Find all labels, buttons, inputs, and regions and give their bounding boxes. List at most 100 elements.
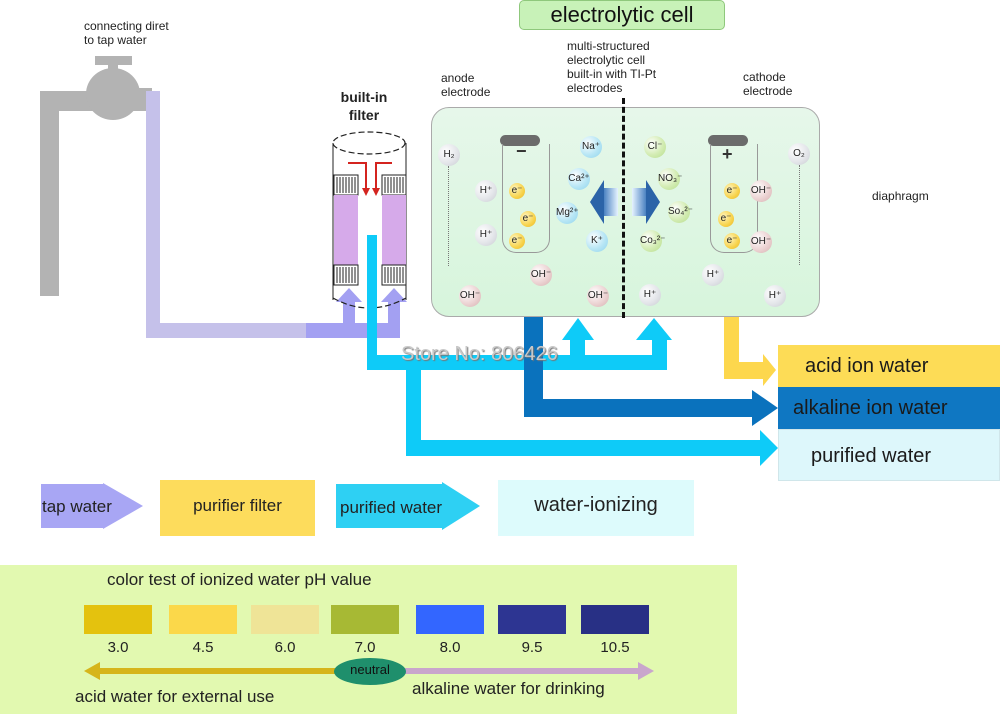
o2-gas-bubble: O₂ [788, 143, 810, 165]
alkaline-water-pipe [524, 315, 778, 426]
cathode-cap [708, 135, 748, 146]
alkaline-scale-arrowhead [638, 662, 654, 680]
ph-swatch [581, 605, 649, 634]
tap-connection-line-1: connecting diret [84, 19, 169, 33]
ph-value-label: 9.5 [521, 639, 543, 656]
acid-scale-arrowhead [84, 662, 100, 680]
cathode-line-2: electrode [743, 84, 793, 98]
cell-description-label: multi-structured electrolytic cell built… [567, 39, 656, 95]
anode-line-1: anode [441, 71, 475, 85]
filter-label-line-2: filter [348, 107, 380, 123]
cathode-electrode-label: cathode electrode [743, 70, 792, 98]
ph-value-label: 10.5 [600, 639, 630, 656]
alkaline-scale-bar [400, 668, 640, 674]
cell-desc-line-1: multi-structured [567, 39, 650, 53]
cathode-plus-sign: + [722, 144, 733, 164]
ph-swatch [331, 605, 399, 634]
neutral-badge: neutral [334, 658, 406, 685]
h-plus-ion: H⁺ [475, 180, 497, 202]
anode-cap [500, 135, 540, 146]
legend-purifier-filter: purifier filter [160, 480, 315, 536]
filter-label-line-1: built-in [340, 89, 388, 105]
acid-water-pipe [724, 315, 776, 386]
cation-flow-arrow [590, 180, 604, 224]
electron: e⁻ [724, 233, 740, 249]
electron: e⁻ [509, 183, 525, 199]
diaphragm-divider [622, 98, 625, 318]
purified-water-pipe [367, 235, 778, 466]
cation-na: Na⁺ [580, 136, 602, 158]
oh-minus-ion: OH⁻ [530, 264, 552, 286]
cation-k: K⁺ [586, 230, 608, 252]
output-acid-ion-water: acid ion water [778, 345, 1000, 387]
anion-so4: So₄²⁻ [668, 201, 693, 223]
ph-swatch [251, 605, 319, 634]
legend-purified-water-arrowhead [442, 482, 480, 530]
alkaline-water-label: alkaline water for drinking [412, 679, 605, 698]
acid-scale-bar [98, 668, 348, 674]
ph-value-label: 3.0 [107, 639, 129, 656]
cation-flow-arrow-body [604, 188, 618, 216]
tap-connection-label: connecting diret to tap water [84, 19, 169, 47]
ph-value-label: 8.0 [439, 639, 461, 656]
anode-electrode-label: anode electrode [441, 71, 490, 99]
ph-value-label: 7.0 [354, 639, 376, 656]
output-alkaline-ion-water: alkaline ion water [778, 387, 1000, 429]
ph-test-title: color test of ionized water pH value [107, 570, 372, 589]
oh-minus-ion: OH⁻ [459, 285, 481, 307]
anode-line-2: electrode [441, 85, 491, 99]
ph-swatch [498, 605, 566, 634]
legend-water-ionizing: water-ionizing [498, 480, 694, 536]
anion-flow-arrow-body [632, 188, 646, 216]
h-plus-ion: H⁺ [764, 285, 786, 307]
ph-color-test-panel: color test of ionized water pH value 3.0… [0, 565, 737, 714]
ph-swatch [169, 605, 237, 634]
electrolytic-cell-chamber: − + H₂ O₂ H⁺ e⁻ e⁻ H⁺ e⁻ Na⁺ Ca²⁺ Mg²⁺ K… [431, 98, 820, 318]
ph-value-label: 6.0 [274, 639, 296, 656]
h2-rise-line [448, 166, 449, 266]
store-watermark: Store No: 806426 [401, 343, 558, 365]
legend-tap-water-label: tap water [42, 497, 112, 516]
oh-minus-ion: OH⁻ [750, 231, 772, 253]
diaphragm-label: diaphragm [872, 189, 929, 203]
cation-ca: Ca²⁺ [568, 168, 590, 190]
anion-cl: Cl⁻ [644, 136, 666, 158]
cell-desc-line-2: electrolytic cell [567, 53, 646, 67]
cathode-line-1: cathode [743, 70, 786, 84]
legend-tap-water-arrowhead [103, 483, 143, 529]
tap-water-pipe [146, 91, 407, 338]
acid-water-label: acid water for external use [75, 687, 275, 706]
h-plus-ion: H⁺ [702, 264, 724, 286]
tap-faucet [40, 56, 152, 296]
legend-tap-water-arrow [41, 484, 103, 528]
h-plus-ion: H⁺ [639, 284, 661, 306]
anion-flow-arrow [646, 180, 660, 224]
anion-co3: Co₃²⁻ [640, 230, 665, 252]
h-plus-ion: H⁺ [475, 224, 497, 246]
ph-value-label: 4.5 [192, 639, 214, 656]
legend-purified-water-arrow [336, 484, 444, 528]
ph-swatch [84, 605, 152, 634]
anode-minus-sign: − [516, 141, 527, 161]
electron: e⁻ [520, 211, 536, 227]
h2-gas-bubble: H₂ [438, 144, 460, 166]
oh-minus-ion: OH⁻ [587, 285, 609, 307]
o2-rise-line [799, 165, 800, 265]
anode-tube [502, 144, 550, 253]
electrolytic-cell-title: electrolytic cell [519, 0, 725, 30]
legend-purified-water-label: purified water [340, 498, 443, 517]
electron: e⁻ [724, 183, 740, 199]
cation-mg: Mg²⁺ [556, 202, 579, 224]
electron: e⁻ [718, 211, 734, 227]
tap-connection-line-2: to tap water [84, 33, 147, 47]
cell-desc-line-3: built-in with TI-Pt [567, 67, 657, 81]
ph-swatch [416, 605, 484, 634]
oh-minus-ion: OH⁻ [750, 180, 772, 202]
anion-no3: NO₃⁻ [658, 168, 682, 190]
cell-desc-line-4: electrodes [567, 81, 623, 95]
electron: e⁻ [509, 233, 525, 249]
output-purified-water: purified water [778, 429, 1000, 481]
built-in-filter-label: built-in filter [334, 88, 394, 124]
built-in-filter-canister [332, 131, 407, 309]
